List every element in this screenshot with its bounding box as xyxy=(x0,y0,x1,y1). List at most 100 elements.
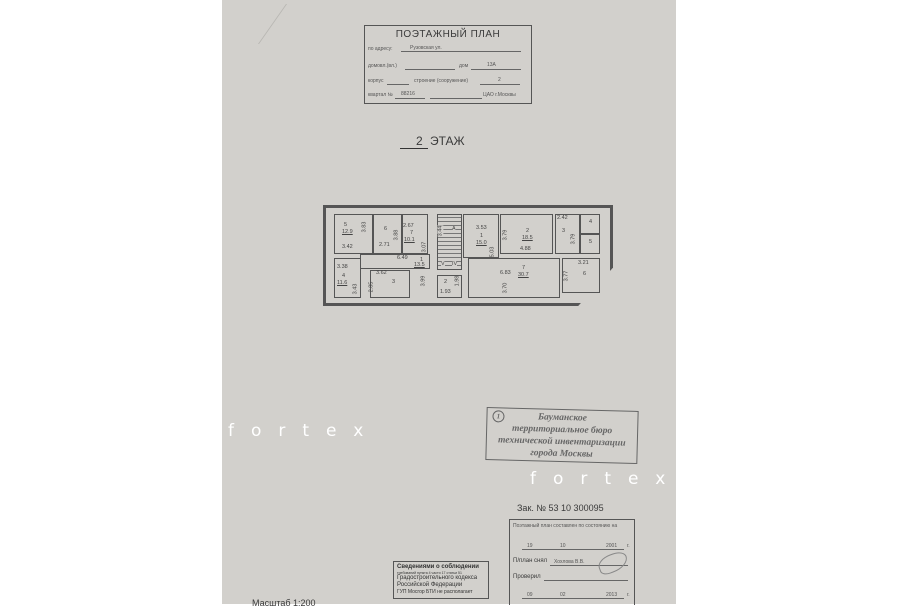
kvartal-label: квартал № xyxy=(368,92,393,98)
room-dim: 3.79 xyxy=(570,233,577,245)
room-dim: 3.07 xyxy=(421,241,428,253)
room-dim: 3.79 xyxy=(502,229,509,241)
floor-number: 2 xyxy=(416,134,423,148)
room-4-small xyxy=(580,214,600,234)
room-label: 3 xyxy=(392,279,396,285)
room-label: 3 xyxy=(562,228,566,234)
room-dim: 3.21 xyxy=(578,260,589,266)
room-dim: 3.70 xyxy=(502,282,509,294)
room-5-small xyxy=(580,234,600,254)
notice-box: Сведениями о соблюдении требований пункт… xyxy=(393,561,489,599)
date2-day: 09 xyxy=(527,592,533,598)
room-dim: 3.83 xyxy=(361,221,368,233)
room-dim: 1.98 xyxy=(454,275,461,287)
room-label: 5 xyxy=(589,239,593,245)
date1-month: 10 xyxy=(560,543,566,549)
room-label: 6 xyxy=(384,226,388,232)
status-line: Поэтажный план составлен по состоянию на xyxy=(513,523,618,529)
room-dim: 4.88 xyxy=(520,246,531,252)
room-label: IV xyxy=(452,261,458,267)
room-area: 15.0 xyxy=(476,240,487,246)
korpus-label: корпус xyxy=(368,78,384,84)
watermark: fortex xyxy=(530,469,683,489)
room-3-right xyxy=(555,214,580,254)
notice-line: Градостроительного кодекса xyxy=(397,575,478,581)
header-box: ПОЭТАЖНЫЙ ПЛАН по адресу: Рузовская ул. … xyxy=(364,25,532,104)
stroenie-value: 2 xyxy=(498,77,501,83)
room-dim: 3.42 xyxy=(342,244,353,250)
room-dim: 3.62 xyxy=(376,270,387,276)
date2-month: 02 xyxy=(560,592,566,598)
notice-line: требований пункта 4 части 17 статьи 51 xyxy=(397,571,462,575)
order-number: Зак. № 53 10 300095 xyxy=(517,503,604,513)
room-label: А xyxy=(452,226,456,232)
room-dim: 6.49 xyxy=(397,255,408,261)
room-1-right xyxy=(463,214,499,258)
room-6 xyxy=(373,214,402,254)
plan-title: ПОЭТАЖНЫЙ ПЛАН xyxy=(395,29,501,40)
watermark: fortex xyxy=(228,421,381,441)
room-dim: 3.44 xyxy=(437,225,444,237)
room-area: 13.5 xyxy=(414,262,425,268)
room-label: 6 xyxy=(583,271,587,277)
dom-label: дом xyxy=(459,63,469,69)
stair-a xyxy=(437,214,462,270)
room-area: 30.7 xyxy=(518,272,529,278)
room-area: 12.9 xyxy=(342,229,353,235)
room-label: 4 xyxy=(589,219,593,225)
kvartal-value: 88216 xyxy=(401,91,415,97)
room-label: 1 xyxy=(480,233,484,239)
address-value: Рузовская ул. xyxy=(410,45,442,51)
room-6-right xyxy=(562,258,600,293)
room-label: V xyxy=(441,261,445,267)
notice-line: ГУП Мосгор БТИ не располагает xyxy=(397,589,473,595)
room-dim: 3.88 xyxy=(393,229,400,241)
room-dim: 3.53 xyxy=(476,225,487,231)
date1-day: 19 xyxy=(527,543,533,549)
year-suffix: г. xyxy=(627,592,630,598)
room-2-right xyxy=(500,214,553,254)
room-7 xyxy=(402,214,428,254)
date2-year: 2013 xyxy=(606,592,618,598)
drawn-label: П/план снял xyxy=(513,558,548,564)
room-dim: 3.77 xyxy=(563,270,570,282)
district: ЦАО г.Москвы xyxy=(483,92,516,98)
address-label: по адресу: xyxy=(368,46,393,52)
room-area: 11.6 xyxy=(337,280,348,286)
room-dim: 6.83 xyxy=(500,270,511,276)
room-dim: 3.99 xyxy=(420,275,427,287)
room-3-left xyxy=(370,270,410,298)
notice-line: Российской Федерации xyxy=(397,582,463,588)
room-label: 7 xyxy=(522,265,526,271)
room-dim: 2.71 xyxy=(379,242,390,248)
room-area: 10.1 xyxy=(404,237,415,243)
room-5 xyxy=(334,214,373,254)
room-4-left xyxy=(334,258,361,298)
bti-stamp: 1 Бауманское территориальное бюро технич… xyxy=(485,407,639,464)
room-label: 5 xyxy=(344,222,348,228)
room-area: 18.5 xyxy=(522,235,533,241)
stroenie-label: строение (сооружение) xyxy=(414,78,469,84)
date1-year: 2001 xyxy=(606,543,618,549)
floor-label: ЭТАЖ xyxy=(430,134,465,148)
domovl-label: домовл.(вл.) xyxy=(368,63,397,69)
room-dim: 5.03 xyxy=(489,246,496,258)
notice-line: Сведениями о соблюдении xyxy=(397,564,479,570)
floor-plan xyxy=(323,205,613,306)
dom-value: 13А xyxy=(487,62,496,68)
document-page xyxy=(222,0,676,604)
drawn-by: Хохлова В.В. xyxy=(554,559,585,565)
room-2-wc xyxy=(437,275,462,298)
room-dim: 2.42 xyxy=(557,215,568,221)
room-7-hall xyxy=(468,258,560,298)
room-dim: 2.85 xyxy=(368,281,375,293)
room-dim: 3.38 xyxy=(337,264,348,270)
scale-label: Масштаб 1:200 xyxy=(252,598,316,608)
room-label: 2 xyxy=(526,228,530,234)
room-label: 4 xyxy=(342,273,346,279)
year-suffix: г. xyxy=(627,543,630,549)
room-dim: 3.43 xyxy=(352,283,359,295)
status-box: Поэтажный план составлен по состоянию на… xyxy=(509,519,635,605)
room-label: 1 xyxy=(420,257,424,263)
room-label: 7 xyxy=(410,230,414,236)
